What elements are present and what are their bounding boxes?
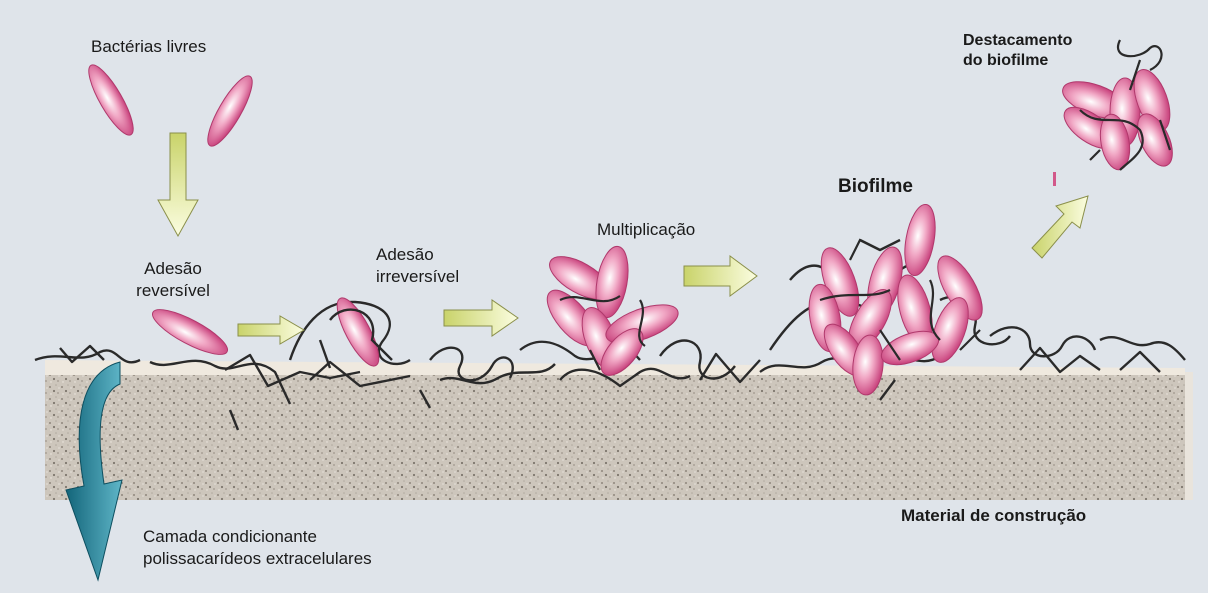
right-arrow-icon-2 xyxy=(444,300,518,336)
right-arrow-icon-1 xyxy=(238,316,304,344)
label-conditioning-line1: Camada condicionante xyxy=(143,526,372,548)
label-construction-material: Material de construção xyxy=(901,505,1086,527)
label-reversible-line1: Adesão xyxy=(118,258,228,280)
label-free-bacteria: Bactérias livres xyxy=(91,36,206,58)
down-arrow-icon xyxy=(158,133,198,236)
construction-material-block xyxy=(45,360,1193,500)
reversible-adhesion-bacterium xyxy=(147,302,232,363)
detached-cluster xyxy=(1057,40,1179,172)
label-conditioning-layer: Camada condicionante polissacarídeos ext… xyxy=(143,526,372,570)
label-biofilm: Biofilme xyxy=(838,176,913,198)
multiplication-cluster xyxy=(539,244,683,383)
label-multiplication: Multiplicação xyxy=(597,219,695,241)
label-reversible-adhesion: Adesão reversível xyxy=(118,258,228,302)
label-conditioning-line2: polissacarídeos extracelulares xyxy=(143,548,372,570)
label-irreversible-line1: Adesão xyxy=(376,244,459,266)
label-reversible-line2: reversível xyxy=(118,280,228,302)
label-detachment: Destacamento do biofilme xyxy=(963,31,1072,71)
right-arrow-icon-3 xyxy=(684,256,757,296)
label-detachment-line2: do biofilme xyxy=(963,51,1072,71)
detached-particle xyxy=(1053,172,1056,186)
label-detachment-line1: Destacamento xyxy=(963,31,1072,51)
label-irreversible-line2: irreversível xyxy=(376,266,459,288)
diagonal-arrow-icon xyxy=(1032,196,1088,258)
label-irreversible-adhesion: Adesão irreversível xyxy=(376,244,459,288)
